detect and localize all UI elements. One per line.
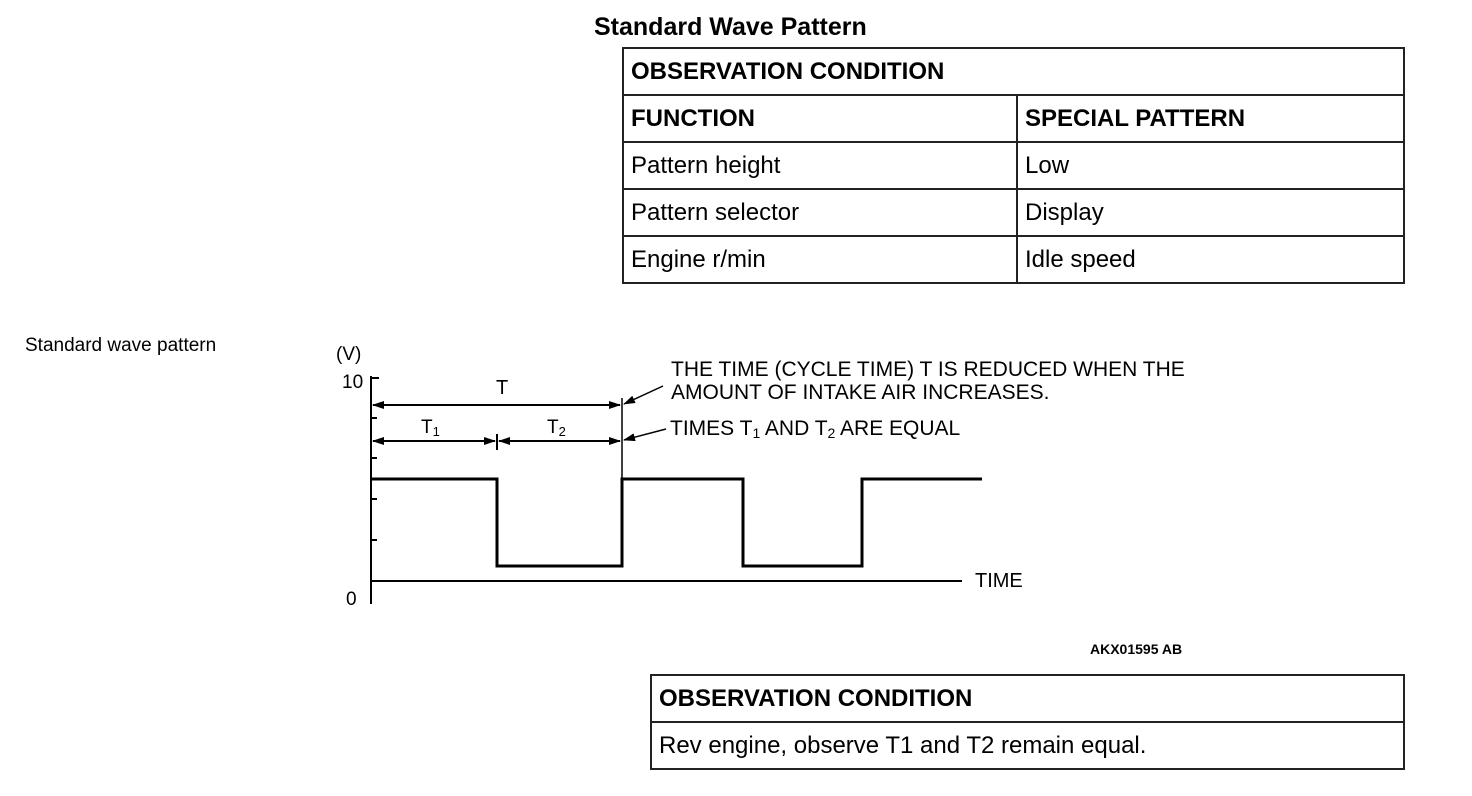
observation-condition-table-2: OBSERVATION CONDITION Rev engine, observ… (650, 674, 1405, 770)
table-column-header-row: FUNCTION SPECIAL PATTERN (622, 94, 1405, 143)
note1-leader (623, 385, 664, 405)
table-cell-pattern: Display (1016, 188, 1405, 237)
period-t-label: T (496, 377, 508, 399)
x-axis-label: TIME (975, 570, 1023, 592)
note2-leader (623, 428, 667, 442)
wave-pattern-label: Standard wave pattern (25, 335, 217, 356)
square-wave-signal (371, 477, 982, 568)
note-times-equal: TIMES T1 AND T2 ARE EQUAL (670, 417, 960, 441)
table-cell-function: Pattern selector (622, 188, 1018, 237)
table-cell-pattern: Low (1016, 141, 1405, 190)
table-cell-function: Engine r/min (622, 235, 1018, 284)
table-row: Rev engine, observe T1 and T2 remain equ… (650, 721, 1405, 770)
column-header-function: FUNCTION (622, 94, 1018, 143)
table-header-row: OBSERVATION CONDITION (622, 47, 1405, 96)
note-cycle-time-line1: THE TIME (CYCLE TIME) T IS REDUCED WHEN … (671, 358, 1185, 381)
table-row: Engine r/min Idle speed (622, 235, 1405, 284)
y-axis-unit: (V) (336, 344, 361, 365)
observation-condition-table: OBSERVATION CONDITION FUNCTION SPECIAL P… (622, 47, 1405, 284)
table-cell-function: Pattern height (622, 141, 1018, 190)
y-axis-zero-label: 0 (346, 589, 357, 610)
table-header-row: OBSERVATION CONDITION (650, 674, 1405, 723)
figure-code: AKX01595 AB (1090, 641, 1182, 657)
note-cycle-time-line2: AMOUNT OF INTAKE AIR INCREASES. (671, 381, 1049, 404)
table-cell-body: Rev engine, observe T1 and T2 remain equ… (650, 721, 1405, 770)
y-axis-ticks (371, 377, 379, 541)
table-header: OBSERVATION CONDITION (622, 47, 1405, 96)
table-header: OBSERVATION CONDITION (650, 674, 1405, 723)
table-cell-pattern: Idle speed (1016, 235, 1405, 284)
t2-label: T2 (547, 417, 566, 439)
section-heading: Standard Wave Pattern (594, 13, 867, 41)
t1-label: T1 (421, 417, 440, 439)
table-row: Pattern selector Display (622, 188, 1405, 237)
column-header-special-pattern: SPECIAL PATTERN (1016, 94, 1405, 143)
y-axis-max-label: 10 (342, 372, 363, 393)
table-row: Pattern height Low (622, 141, 1405, 190)
